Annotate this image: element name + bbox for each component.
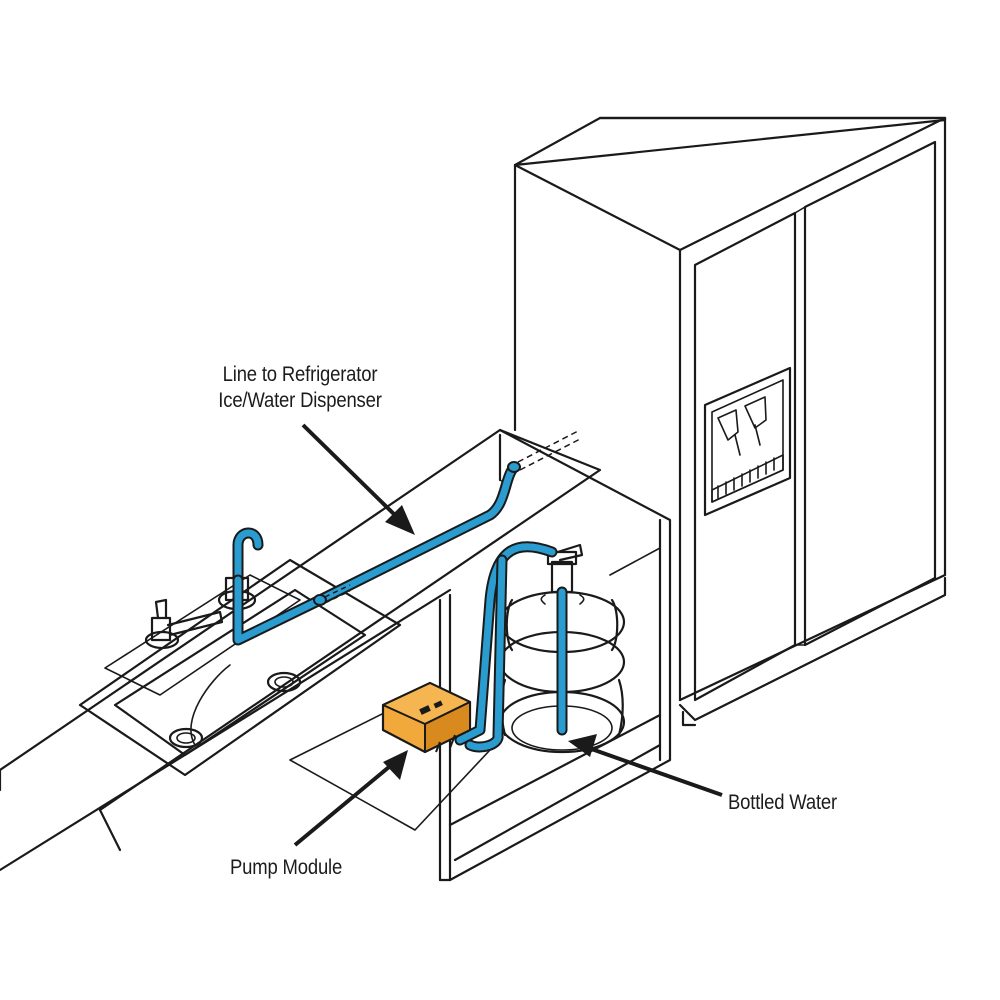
- water-line-to-fridge: [232, 429, 583, 646]
- line-to-refrigerator-label-line1: Line to Refrigerator: [222, 363, 378, 386]
- pump-module-label: Pump Module: [230, 856, 343, 879]
- line-to-refrigerator-label: Line to Refrigerator Ice/Water Dispenser: [186, 362, 415, 414]
- refrigerator: [513, 116, 947, 727]
- arrow-bottled-water: [568, 734, 723, 797]
- arrow-pump-module: [293, 750, 408, 847]
- bottled-water-label: Bottled Water: [728, 791, 837, 814]
- line-to-refrigerator-label-line2: Ice/Water Dispenser: [218, 389, 382, 412]
- countertop: [0, 428, 602, 872]
- drip-tray: [711, 454, 784, 503]
- pump-module: [381, 681, 472, 754]
- water-line-pump: [454, 541, 568, 753]
- sink-faucet: [144, 598, 224, 650]
- arrow-line-to-fridge: [301, 423, 415, 535]
